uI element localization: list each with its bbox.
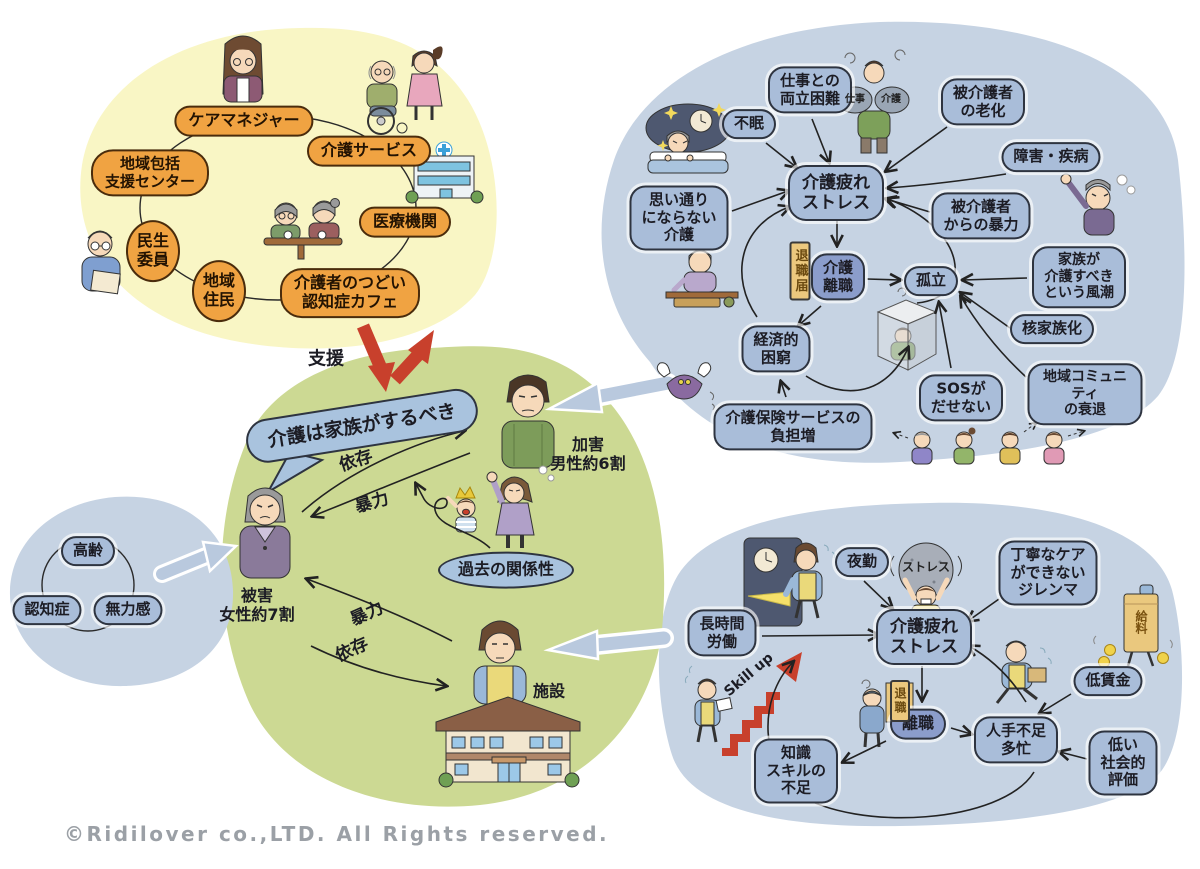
node-insurance-burden: 介護保険サービスの 負担増 (713, 403, 873, 451)
node-violence-from-receiver: 被介護者 からの暴力 (931, 192, 1031, 240)
node-family-care-stress: 介護疲れ ストレス (788, 164, 884, 222)
node-medical-institution: 医療機関 (358, 206, 452, 238)
node-local-residents: 地域 住民 (191, 260, 247, 322)
insomnia-person (645, 103, 731, 174)
support-red-arrows (357, 323, 434, 392)
dementia-cafe-elders (263, 198, 343, 260)
node-isolation: 孤立 (903, 266, 959, 296)
resignation-sign: 退職 (890, 680, 910, 722)
node-care-not-as-hoped: 思い通り にならない 介護 (629, 185, 729, 251)
node-understaffed-busy: 人手不足 多忙 (973, 716, 1059, 764)
running-worker (995, 640, 1052, 704)
rock-care-label: 介護 (881, 94, 901, 106)
node-low-social-esteem: 低い 社会的 評価 (1088, 730, 1158, 796)
node-community-support-center: 地域包括 支援センター (90, 149, 210, 197)
rock-work-label: 仕事 (845, 94, 865, 106)
node-economic-poverty: 経済的 困窮 (741, 325, 811, 373)
care-receiver-blob (9, 496, 234, 687)
node-aged: 高齢 (60, 536, 116, 566)
facility-label: 施設 (532, 681, 566, 701)
community-drifting-people (894, 423, 1084, 465)
node-community-decline: 地域コミュニティ の衰退 (1027, 363, 1143, 425)
support-arrow-label: 支援 (308, 348, 344, 370)
past-relationship-scene (446, 465, 555, 548)
salary-envelope-label: 給料 (1134, 610, 1148, 634)
victim-elder-person (239, 487, 291, 579)
node-care-dilemma: 丁寧なケア ができない ジレンマ (998, 540, 1098, 606)
angry-care-receiver-person (1060, 173, 1136, 236)
resignation-letter-tag: 退職届 (789, 241, 811, 301)
wheelchair-elder-and-helper (366, 46, 443, 135)
node-work-balance: 仕事との 両立困難 (767, 66, 853, 114)
facility-house (435, 696, 581, 788)
worker-blob-to-home-arrow (543, 628, 674, 661)
node-past-relationship: 過去の関係性 (437, 551, 575, 589)
node-dementia: 認知症 (12, 595, 82, 625)
node-cannot-send-sos: SOSが だせない (918, 374, 1004, 422)
node-care-quit-job: 介護 離職 (810, 253, 866, 301)
victim-stat-label: 被害 女性約7割 (219, 586, 295, 624)
node-disability-illness: 障害・疾病 (1001, 142, 1101, 172)
node-nuclear-family: 核家族化 (1009, 314, 1095, 344)
elder-to-home-arrow (153, 540, 239, 583)
copyright-text: ©Ridilover co.,LTD. All Rights reserved. (64, 822, 610, 846)
node-long-hours: 長時間 労働 (687, 609, 757, 657)
welfare-officer-person (81, 230, 121, 295)
node-worker-care-stress: 介護疲れ ストレス (876, 608, 972, 666)
node-lack-of-skill: 知識 スキルの 不足 (753, 738, 839, 804)
perpetrator-stat-label: 加害 男性約6割 (550, 435, 626, 473)
node-family-care-norm: 家族が 介護すべき という風潮 (1032, 246, 1126, 308)
node-care-receiver-aging: 被介護者 の老化 (940, 78, 1026, 126)
node-low-wage: 低賃金 (1073, 666, 1143, 696)
salary-envelope-person (1093, 584, 1173, 668)
stress-rock-person (890, 542, 962, 618)
flying-purse (656, 362, 715, 411)
node-helplessness: 無力感 (93, 595, 163, 625)
care-manager-person (222, 35, 264, 103)
node-welfare-officer: 民生 委員 (125, 220, 181, 282)
node-dementia-cafe: 介護者のつどい 認知症カフェ (279, 268, 421, 318)
stress-rock-label: ストレス (901, 559, 951, 574)
lonely-meal-person (665, 249, 739, 308)
node-care-manager: ケアマネジャー (174, 105, 314, 137)
node-night-shift: 夜勤 (834, 547, 890, 577)
facility-worker-person (473, 620, 527, 705)
family-blob-to-home-arrow (544, 373, 678, 414)
night-shift-worker (743, 537, 836, 627)
node-insomnia: 不眠 (721, 109, 777, 139)
perpetrator-person (501, 374, 555, 469)
node-care-service: 介護サービス (306, 135, 432, 167)
